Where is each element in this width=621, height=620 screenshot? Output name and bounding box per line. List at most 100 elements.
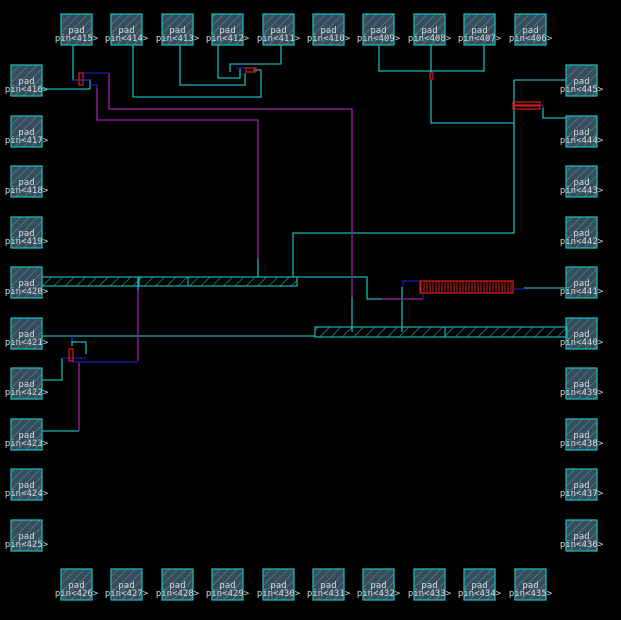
pad-body[interactable] xyxy=(161,13,194,46)
pad-body[interactable] xyxy=(10,519,43,552)
pad-pin-label: pin<427> xyxy=(105,589,149,599)
pad-body[interactable] xyxy=(565,519,598,552)
pad-body[interactable] xyxy=(110,568,143,601)
pad-body[interactable] xyxy=(565,266,598,299)
pad-body[interactable] xyxy=(10,367,43,400)
pad-type-label: pad xyxy=(169,26,185,36)
pad-body[interactable] xyxy=(10,266,43,299)
pad-body[interactable] xyxy=(413,13,446,46)
contact xyxy=(245,67,257,73)
pad-body[interactable] xyxy=(262,13,295,46)
pad-body[interactable] xyxy=(514,13,547,46)
pad-body[interactable] xyxy=(565,367,598,400)
pad-body[interactable] xyxy=(312,568,345,601)
pad-body[interactable] xyxy=(413,568,446,601)
pad-body[interactable] xyxy=(362,568,395,601)
pad-pin-label: pin<411> xyxy=(257,34,301,44)
pad-type-label: pad xyxy=(270,581,286,591)
pad-body[interactable] xyxy=(10,115,43,148)
pad-pin-label: pin<410> xyxy=(307,34,351,44)
pad-type-label: pad xyxy=(522,581,538,591)
pad-body[interactable] xyxy=(60,13,93,46)
pad-body[interactable] xyxy=(514,568,547,601)
pad-type-label: pad xyxy=(18,481,34,491)
pad-body[interactable] xyxy=(10,317,43,350)
pad-pin-label: pin<434> xyxy=(458,589,502,599)
pad-type-label: pad xyxy=(219,581,235,591)
pad-body[interactable] xyxy=(110,13,143,46)
pad-type-label: pad xyxy=(219,26,235,36)
pad-body[interactable] xyxy=(211,13,244,46)
pad-body[interactable] xyxy=(463,568,496,601)
pad-body[interactable] xyxy=(10,216,43,249)
pad-pin-label: pin<423> xyxy=(5,439,49,449)
pad-type-label: pad xyxy=(270,26,286,36)
pad-body[interactable] xyxy=(362,13,395,46)
resistor xyxy=(512,101,541,106)
pad-type-label: pad xyxy=(18,279,34,289)
wire xyxy=(72,341,87,354)
pad-body[interactable] xyxy=(262,568,295,601)
wire xyxy=(42,358,63,381)
pad-body[interactable] xyxy=(565,115,598,148)
pad-body[interactable] xyxy=(463,13,496,46)
pad-body[interactable] xyxy=(10,418,43,451)
pad-body[interactable] xyxy=(565,418,598,451)
pad-body[interactable] xyxy=(10,468,43,501)
pad-body[interactable] xyxy=(565,317,598,350)
pad-body[interactable] xyxy=(161,568,194,601)
pad-body[interactable] xyxy=(565,165,598,198)
pad-body[interactable] xyxy=(10,64,43,97)
pad-pin-label: pin<435> xyxy=(509,589,553,599)
pad-body[interactable] xyxy=(565,216,598,249)
pad-type-label: pad xyxy=(573,380,589,390)
pad-body[interactable] xyxy=(565,468,598,501)
pad-type-label: pad xyxy=(118,581,134,591)
pad-body[interactable] xyxy=(60,568,93,601)
pad-body[interactable] xyxy=(10,165,43,198)
pad-body[interactable] xyxy=(211,568,244,601)
pad-body[interactable] xyxy=(312,13,345,46)
